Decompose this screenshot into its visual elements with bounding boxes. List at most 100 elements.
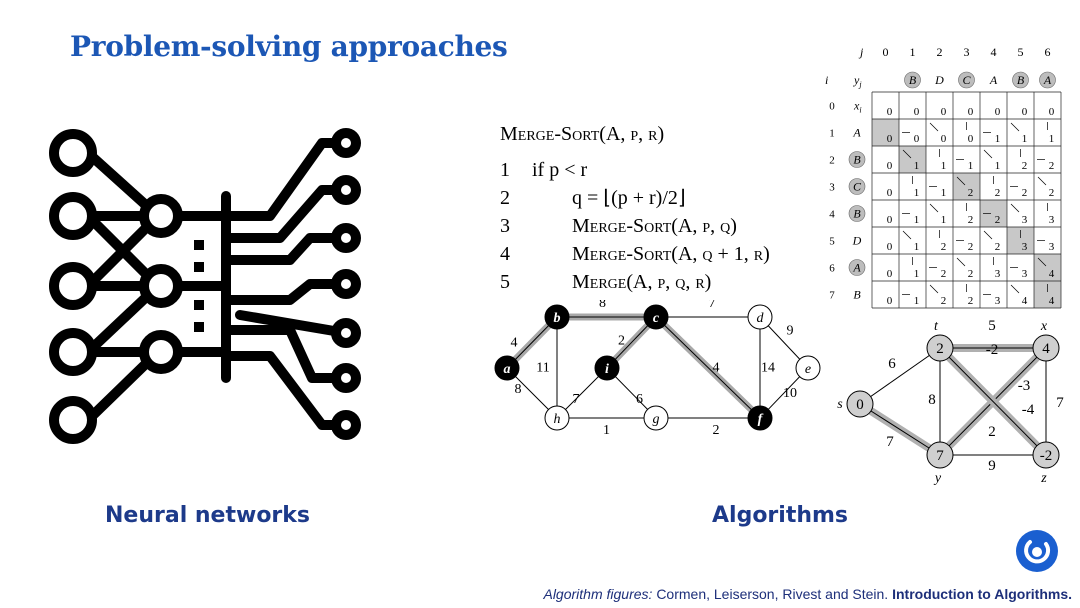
lcs-col-index: 5 [1018, 45, 1024, 59]
lcs-cell-value: 0 [914, 133, 920, 145]
sp-node-value: 2 [936, 341, 944, 357]
lcs-row-index: 5 [829, 236, 835, 248]
lcs-cell-value: 1 [914, 214, 920, 226]
lcs-cell-value: 2 [941, 295, 947, 307]
lcs-cell-value: 0 [914, 106, 920, 118]
lcs-cell-value: 2 [968, 187, 974, 199]
lcs-cell-value: 3 [1022, 268, 1028, 280]
lcs-match-marker [848, 259, 866, 276]
lcs-diag-arrow [902, 149, 912, 159]
mst-edge-weight: 8 [599, 300, 606, 311]
mst-edge-weight: 14 [761, 361, 775, 376]
sp-node-value: 0 [856, 397, 864, 413]
mst-edge-weight: 7 [573, 392, 580, 407]
mst-node [643, 304, 669, 330]
lcs-cell-value: 2 [941, 241, 947, 253]
sp-node-label: s [837, 397, 843, 412]
lcs-row-index: 2 [829, 155, 835, 167]
sp-edge-weight: -2 [986, 342, 999, 358]
lcs-y-char: A [989, 73, 998, 87]
lcs-col-index: 1 [910, 45, 916, 59]
mst-node-label: c [653, 311, 660, 326]
lcs-col-index: 6 [1045, 45, 1051, 59]
line-number: 1 [500, 159, 510, 181]
lcs-cell-value: 0 [887, 295, 893, 307]
lcs-diag-arrow [1037, 257, 1047, 267]
sp-node-label: z [1040, 471, 1047, 486]
lcs-cell-value: 3 [1049, 214, 1055, 226]
mst-edge-weight: 4 [511, 336, 518, 351]
lcs-cell-value: 2 [968, 295, 974, 307]
sp-edge-weight: 9 [988, 458, 996, 474]
lcs-cell-value: 1 [941, 187, 947, 199]
lcs-cell-value: 1 [914, 268, 920, 280]
slide-title: Problem-solving approaches [70, 30, 508, 63]
lcs-x-label: xi [853, 99, 862, 115]
lcs-x-char: C [853, 180, 862, 194]
mst-node [747, 304, 773, 330]
neural-network-icon [49, 128, 361, 444]
mst-edge-weight: 2 [618, 334, 625, 349]
sp-edge-weight: -3 [1018, 378, 1031, 394]
lcs-match-marker [1039, 71, 1056, 89]
lcs-cell-value: 1 [914, 295, 920, 307]
lcs-row-index: 7 [829, 290, 835, 302]
lcs-cell-value: 2 [1049, 187, 1055, 199]
lcs-cell-value: 0 [1022, 106, 1028, 118]
mst-node [594, 355, 620, 381]
lcs-cell-value: 1 [968, 160, 974, 172]
lcs-row-index: 3 [829, 182, 835, 194]
footer-book: Introduction to Algorithms. [892, 586, 1072, 602]
lcs-cell-value: 3 [995, 268, 1001, 280]
lcs-col-index: 3 [964, 45, 970, 59]
lcs-path-cell [872, 119, 899, 146]
lcs-cell-value: 1 [941, 214, 947, 226]
lcs-x-char: B [853, 288, 861, 302]
sp-node-label: x [1040, 319, 1048, 334]
mst-edge [655, 316, 761, 419]
sp-edge [939, 347, 1047, 456]
lcs-cell-value: 1 [914, 241, 920, 253]
lcs-i-label: i [825, 73, 828, 87]
mst-edge-weight: 9 [787, 324, 794, 339]
lcs-match-marker [848, 205, 866, 222]
mst-node-label: f [758, 412, 764, 427]
lcs-cell-value: 2 [995, 214, 1001, 226]
lcs-cell-value: 0 [887, 133, 893, 145]
lcs-cell-value: 2 [1022, 160, 1028, 172]
sp-edge [859, 347, 941, 405]
lcs-row-index: 6 [829, 263, 835, 275]
line-text: Merge-Sort(A, p, q) [572, 215, 737, 237]
line-number: 3 [500, 215, 510, 237]
mst-node [544, 405, 570, 431]
brand-logo [1016, 530, 1058, 572]
mst-edge-weight: 7 [709, 300, 716, 311]
lcs-y-char: B [1017, 73, 1025, 87]
lcs-col-index: 2 [937, 45, 943, 59]
lcs-diag-arrow [983, 230, 993, 240]
lcs-x-char: B [853, 153, 861, 167]
mst-node-label: a [504, 362, 511, 377]
lcs-cell-value: 2 [995, 187, 1001, 199]
lcs-diag-arrow [929, 203, 939, 213]
sp-node-label: y [933, 471, 942, 486]
sp-node [1032, 441, 1060, 469]
lcs-cell-value: 3 [1049, 241, 1055, 253]
lcs-diag-arrow [1010, 122, 1020, 132]
lcs-cell-value: 1 [914, 187, 920, 199]
lcs-cell-value: 3 [1022, 214, 1028, 226]
lcs-row-index: 4 [829, 209, 835, 221]
sp-node [926, 334, 954, 362]
lcs-cell-value: 0 [887, 160, 893, 172]
lcs-match-marker [848, 151, 866, 168]
lcs-match-marker [904, 71, 921, 89]
lcs-cell-value: 0 [887, 187, 893, 199]
lcs-col-index: 0 [883, 45, 889, 59]
footer-prefix: Algorithm figures: [543, 586, 653, 602]
lcs-cell-value: 0 [941, 133, 947, 145]
lcs-match-marker [848, 178, 866, 195]
mst-node-label: d [757, 311, 765, 326]
